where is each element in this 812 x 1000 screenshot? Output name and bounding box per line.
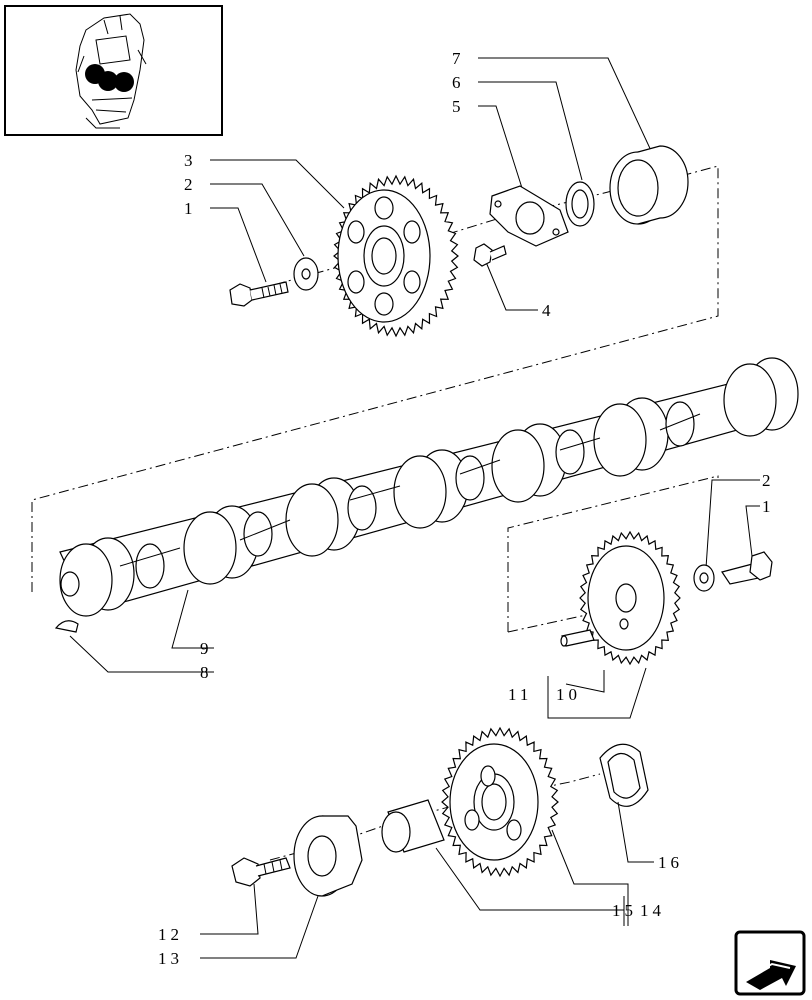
camshaft-lobe	[135, 543, 165, 589]
assembly-axis-right	[507, 611, 601, 633]
camshaft-lobe	[347, 485, 377, 531]
callout-8: 8	[200, 663, 213, 682]
bottom-leaders	[200, 801, 654, 959]
callout-11: 11	[508, 685, 532, 704]
part-1-bolt-right[interactable]	[721, 551, 773, 585]
assembly-dashed-frame-right	[507, 475, 719, 632]
callout-13: 13	[158, 949, 183, 968]
part-7-bushing[interactable]	[609, 145, 689, 225]
callout-3: 3	[184, 151, 197, 170]
camshaft-lobe	[665, 401, 695, 447]
part-1-bolt-top[interactable]	[229, 281, 289, 307]
camshaft-journal	[285, 477, 361, 557]
callout-14: 14	[640, 901, 665, 920]
callout-1-top: 1	[184, 199, 197, 218]
part-11-pin[interactable]	[560, 629, 595, 647]
next-page-arrow-icon	[746, 960, 796, 990]
callouts: 7 6 5 3 2 1 4 9 8 2 1 11 10 16 15 14 12 …	[158, 49, 775, 968]
part-13-hub[interactable]	[293, 815, 363, 897]
callout-2-top: 2	[184, 175, 197, 194]
callout-1-right: 1	[762, 497, 775, 516]
next-page-button[interactable]	[734, 930, 806, 996]
camshaft-journal	[393, 449, 469, 529]
part-3-camshaft-gear[interactable]	[333, 174, 459, 338]
callout-10: 10	[556, 685, 581, 704]
part-2-washer-right[interactable]	[693, 564, 715, 592]
part-2-washer-top[interactable]	[293, 257, 319, 291]
callout-4: 4	[542, 301, 555, 320]
callout-2-right: 2	[762, 471, 775, 490]
engine-thumbnail[interactable]	[4, 5, 223, 136]
callout-brackets	[547, 692, 625, 926]
part-6-ring[interactable]	[565, 181, 595, 227]
callout-12: 12	[158, 925, 183, 944]
callout-16: 16	[658, 853, 683, 872]
camshaft-journal	[491, 423, 567, 503]
assembly-dashed-frame-top	[31, 165, 719, 592]
top-leaders	[210, 57, 661, 311]
camshaft[interactable]	[59, 357, 799, 617]
part-10-gear-right[interactable]	[579, 530, 681, 666]
camshaft-lobe	[555, 429, 585, 475]
part-5-flange[interactable]	[489, 185, 569, 247]
callout-6: 6	[452, 73, 465, 92]
camshaft-end-bore	[60, 571, 80, 597]
callout-15: 15	[612, 901, 637, 920]
part-14-idler-gear[interactable]	[441, 726, 559, 878]
camshaft-journal	[593, 397, 669, 477]
camshaft-journal	[59, 537, 135, 617]
camshaft-journal	[723, 357, 799, 437]
part-16-ring[interactable]	[599, 743, 649, 807]
part-12-bolt[interactable]	[231, 857, 291, 887]
part-4-bolt[interactable]	[473, 243, 507, 267]
camshaft-lobe	[243, 511, 273, 557]
callout-7: 7	[452, 49, 465, 68]
callout-9: 9	[200, 639, 213, 658]
callout-5: 5	[452, 97, 465, 116]
camshaft-journal	[183, 505, 259, 585]
engine-location-thumbnail-icon	[75, 13, 147, 129]
camshaft-lobe	[455, 455, 485, 501]
part-15-bushing[interactable]	[381, 799, 445, 853]
part-8-key[interactable]	[54, 620, 79, 633]
